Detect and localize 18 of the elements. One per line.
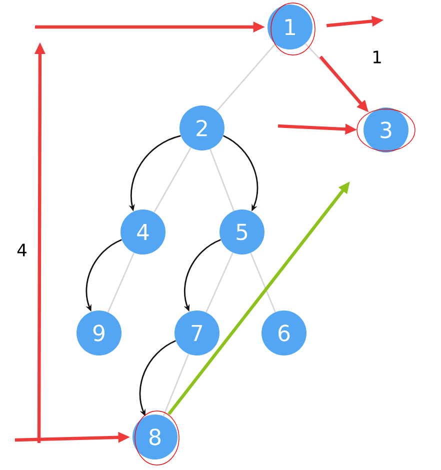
tree-line: [250, 252, 276, 312]
tree-node: 9: [76, 310, 122, 356]
tree-line: [162, 354, 190, 416]
tree-node: 8: [132, 414, 178, 460]
tree-node: 6: [262, 310, 306, 356]
step-label: 4: [17, 244, 26, 256]
tree-line: [206, 252, 234, 313]
tree-node: 7: [174, 310, 220, 356]
tree-line: [154, 147, 192, 213]
tree-node: 2: [180, 106, 224, 150]
tree-line: [107, 252, 135, 312]
tree-node: 5: [220, 210, 264, 254]
step-label: 1: [373, 50, 381, 64]
tree-line: [210, 148, 234, 212]
tree-node: 1: [268, 4, 312, 50]
tree-line: [216, 44, 276, 112]
tree-node: 4: [120, 210, 166, 254]
tree-node: 3: [364, 108, 408, 152]
